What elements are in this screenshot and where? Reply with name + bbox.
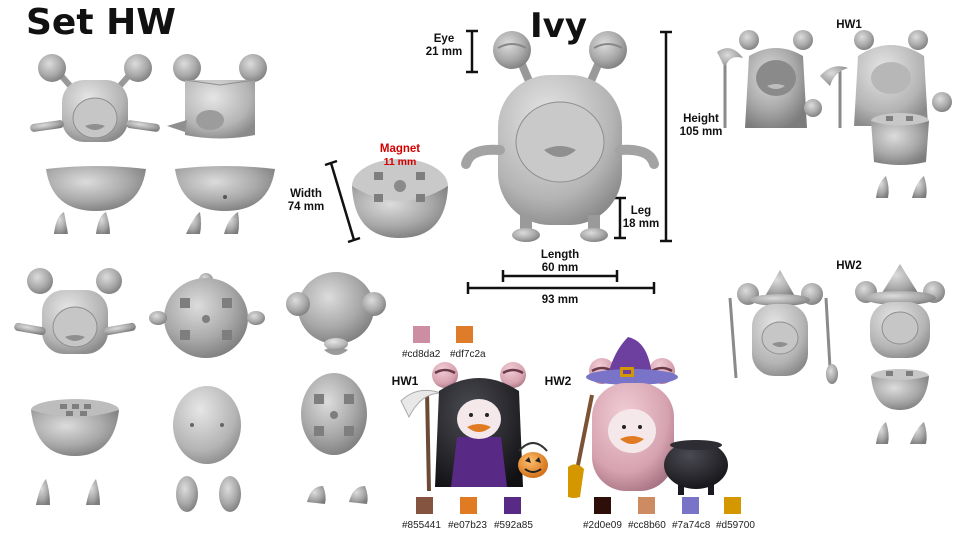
hw1-back-model [820,30,952,128]
hw2-base-model [871,369,929,410]
feet-side-pair [307,486,368,504]
broom-icon [568,394,594,498]
top-view-model [286,272,386,355]
swatch-hw2-3 [682,497,699,514]
scythe-icon [400,389,442,492]
eye-value: 21 mm [425,46,463,58]
open-base-cup [31,399,119,456]
magnet-label: Magnet [379,143,421,155]
front-feet [54,212,110,234]
swatch-hw1-3 [504,497,521,514]
hw2-feet [876,422,927,444]
hw2-back-model [855,264,945,358]
back-base-bowl [175,166,275,211]
feet-soles [176,476,241,512]
main-character-model [461,31,659,242]
swatch-hw1-label-2: #e07b23 [448,520,487,531]
character-name: Ivy [530,6,587,46]
swatch-hw2-2 [638,497,655,514]
swatch-top-1 [413,326,430,343]
bottom-view-model [149,273,265,358]
front-view-model [30,54,160,142]
hw1-gray-label: HW1 [836,19,862,31]
hw2-color-label: HW2 [544,374,572,388]
hw2-front-model [728,270,838,384]
eye-label: Eye [433,33,455,45]
base-dish-model [352,159,448,238]
swatch-hw1-label-3: #592a85 [494,520,533,531]
swatch-top-2 [456,326,473,343]
hw2-gray-label: HW2 [836,260,862,272]
hw1-feet [876,176,927,198]
front-base-bowl [46,166,146,211]
cauldron-icon [664,440,728,495]
feet-left-pair [36,479,100,505]
egg-body [173,386,241,464]
leg-value: 18 mm [622,218,660,230]
swatch-hw1-label-1: #855441 [402,520,441,531]
swatch-hw2-label-3: #7a74c8 [672,520,711,531]
front-body-model [14,268,136,354]
total-length-value: 93 mm [541,294,579,306]
magnet-value: 11 mm [383,156,417,168]
swatch-hw2-label-1: #2d0e09 [583,520,622,531]
swatch-hw2-1 [594,497,611,514]
hw1-base-model [871,113,929,165]
swatch-hw1-2 [460,497,477,514]
hw2-color-render [568,337,728,498]
swatch-top-label-2: #df7c2a [450,349,486,360]
page-title: Set HW [26,2,176,43]
back-feet [186,212,239,234]
width-value: 74 mm [287,201,325,213]
width-label: Width [290,188,322,200]
swatch-hw2-4 [724,497,741,514]
swatch-top-label-1: #cd8da2 [402,349,441,360]
leg-label: Leg [630,205,652,217]
pumpkin-icon [518,442,548,478]
base-underside [301,373,367,455]
swatch-hw2-label-4: #d59700 [716,520,755,531]
swatch-hw1-1 [416,497,433,514]
hw1-color-render [400,362,548,492]
length-value: 60 mm [541,262,579,274]
height-value: 105 mm [679,126,723,138]
hw1-color-label: HW1 [391,374,419,388]
hw1-front-model [717,30,822,128]
back-view-model [167,54,267,139]
length-label: Length [540,249,580,261]
swatch-hw2-label-2: #cc8b60 [628,520,666,531]
height-label: Height [683,113,719,125]
